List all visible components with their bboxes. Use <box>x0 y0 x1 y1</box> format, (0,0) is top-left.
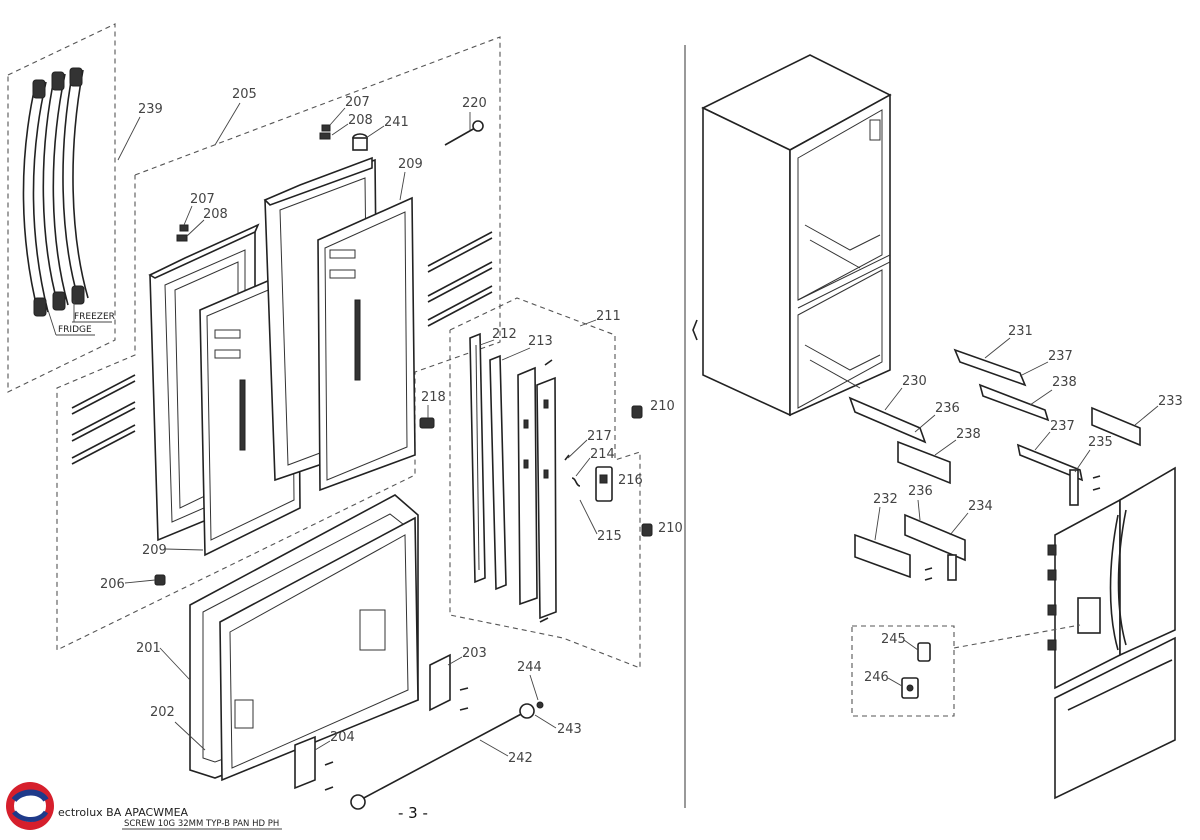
callout-213: 213 <box>528 334 553 349</box>
cabinet-group <box>692 54 892 417</box>
brand-logo <box>6 782 54 830</box>
callout-202: 202 <box>150 705 175 720</box>
callout-234: 234 <box>968 499 993 514</box>
freezer-label: FREEZER <box>74 312 115 322</box>
callout-230: 230 <box>902 374 927 389</box>
footer-screw-note: SCREW 10G 32MM TYP-B PAN HD PH <box>124 819 279 829</box>
callout-205: 205 <box>232 87 257 102</box>
callout-243: 243 <box>557 722 582 737</box>
callout-236b: 236 <box>908 484 933 499</box>
fridge-label: FRIDGE <box>58 325 92 335</box>
handles-group: FREEZER FRIDGE <box>7 23 116 393</box>
callout-204: 204 <box>330 730 355 745</box>
page-number: - 3 - <box>398 804 428 822</box>
callout-207a: 207 <box>345 95 370 110</box>
callout-232: 232 <box>873 492 898 507</box>
callout-212: 212 <box>492 327 517 342</box>
fridge-doors-group <box>56 36 501 651</box>
callout-203: 203 <box>462 646 487 661</box>
callout-220: 220 <box>462 96 487 111</box>
callout-217: 217 <box>587 429 612 444</box>
callout-231: 231 <box>1008 324 1033 339</box>
freezer-drawer-group <box>189 494 544 810</box>
footer-brand-text: ectrolux BA APACWMEA <box>58 806 189 819</box>
callout-210a: 210 <box>650 399 675 414</box>
callout-239: 239 <box>138 102 163 117</box>
callout-209a: 209 <box>398 157 423 172</box>
callout-244: 244 <box>517 660 542 675</box>
callout-246: 246 <box>864 670 889 685</box>
callout-216: 216 <box>618 473 643 488</box>
callout-241: 241 <box>384 115 409 130</box>
callout-245: 245 <box>881 632 906 647</box>
callout-209b: 209 <box>142 543 167 558</box>
callout-238a: 238 <box>1052 375 1077 390</box>
callout-210b: 210 <box>658 521 683 536</box>
callout-235: 235 <box>1088 435 1113 450</box>
callout-215: 215 <box>597 529 622 544</box>
callout-242: 242 <box>508 751 533 766</box>
callout-238b: 238 <box>956 427 981 442</box>
callout-208a: 208 <box>348 113 373 128</box>
callout-214: 214 <box>590 447 615 462</box>
callout-237b: 237 <box>1050 419 1075 434</box>
callout-218: 218 <box>421 390 446 405</box>
detail-box <box>851 624 1081 717</box>
callout-211: 211 <box>596 309 621 324</box>
callout-236a: 236 <box>935 401 960 416</box>
callout-207b: 207 <box>190 192 215 207</box>
assembled-fridge <box>1047 466 1176 800</box>
callout-233: 233 <box>1158 394 1183 409</box>
callout-237a: 237 <box>1048 349 1073 364</box>
callout-206: 206 <box>100 577 125 592</box>
callout-201: 201 <box>136 641 161 656</box>
dispenser-group <box>449 297 653 669</box>
slides-group <box>848 348 1141 581</box>
callout-208b: 208 <box>203 207 228 222</box>
